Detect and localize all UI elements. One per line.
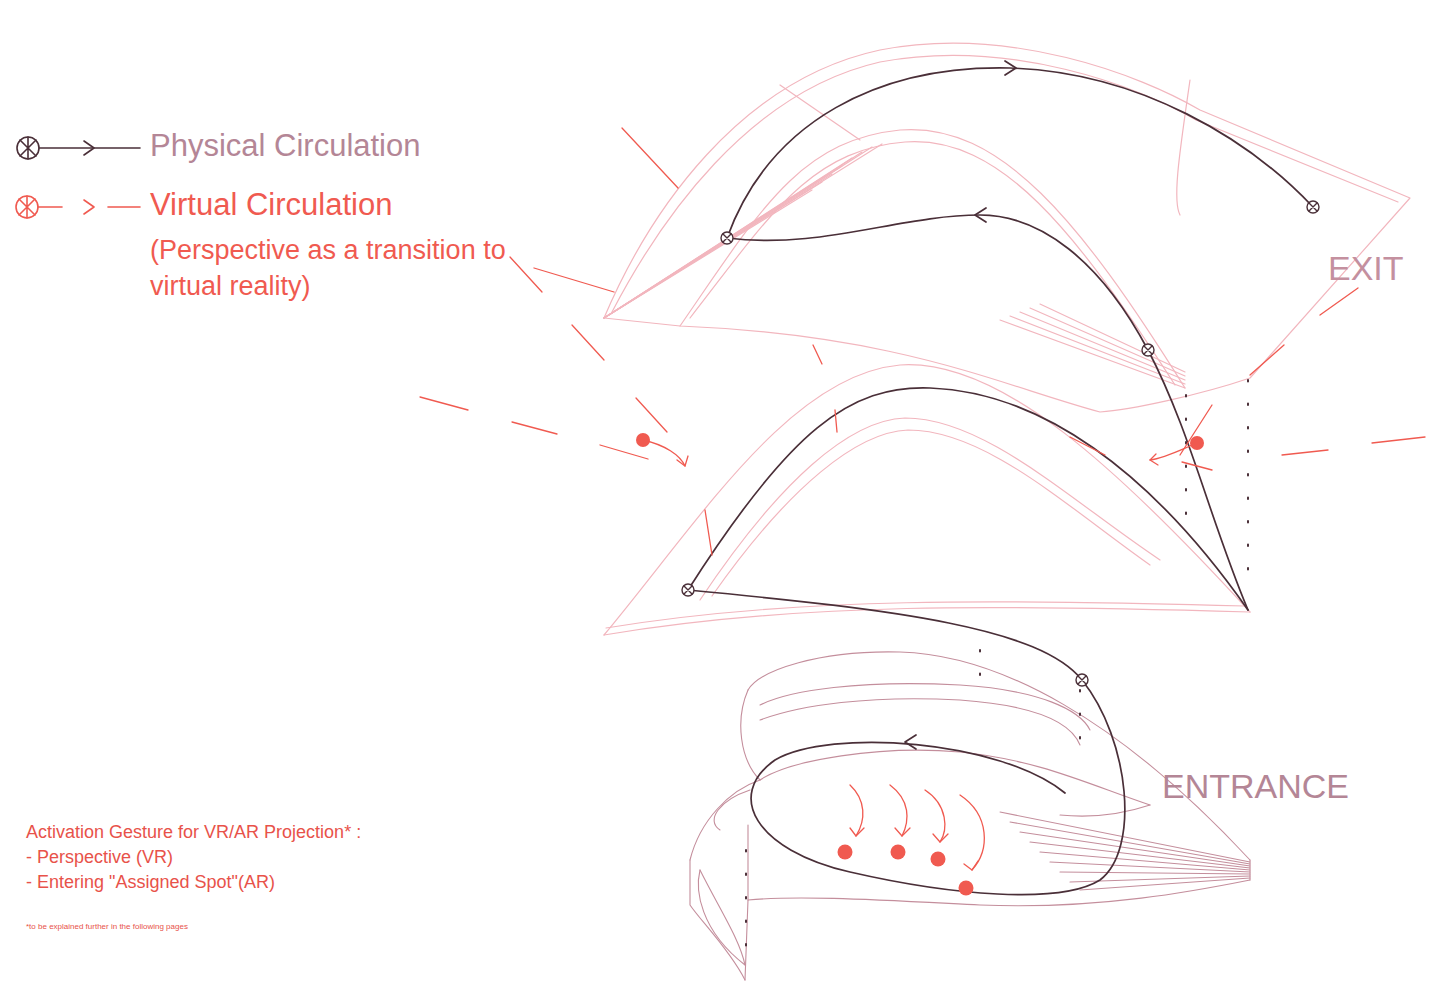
- circulation-markers: [682, 201, 1319, 686]
- top-floor-slab: [604, 43, 1410, 412]
- virtual-spots: [636, 433, 1204, 896]
- middle-floor-slab: [604, 365, 1250, 635]
- legend-text: Physical Circulation: [150, 127, 421, 164]
- exit-label: EXIT: [1328, 248, 1404, 289]
- gesture-item: - Entering "Assigned Spot"(AR): [26, 872, 275, 894]
- legend-text: Virtual Circulation: [150, 186, 392, 223]
- legend-note: (Perspective as a transition to virtual …: [150, 232, 510, 305]
- virtual-circulation: [420, 128, 1425, 870]
- gesture-item: - Perspective (VR): [26, 847, 173, 869]
- column-dots: [746, 380, 1248, 960]
- footnote: *to be explained further in the followin…: [26, 922, 188, 932]
- legend-virtual-sample: [16, 196, 140, 218]
- bottom-floor-volume: [690, 652, 1250, 980]
- entrance-label: ENTRANCE: [1162, 766, 1349, 807]
- gesture-note: Activation Gesture for VR/AR Projection*…: [26, 822, 361, 844]
- legend-physical-sample: [17, 137, 140, 159]
